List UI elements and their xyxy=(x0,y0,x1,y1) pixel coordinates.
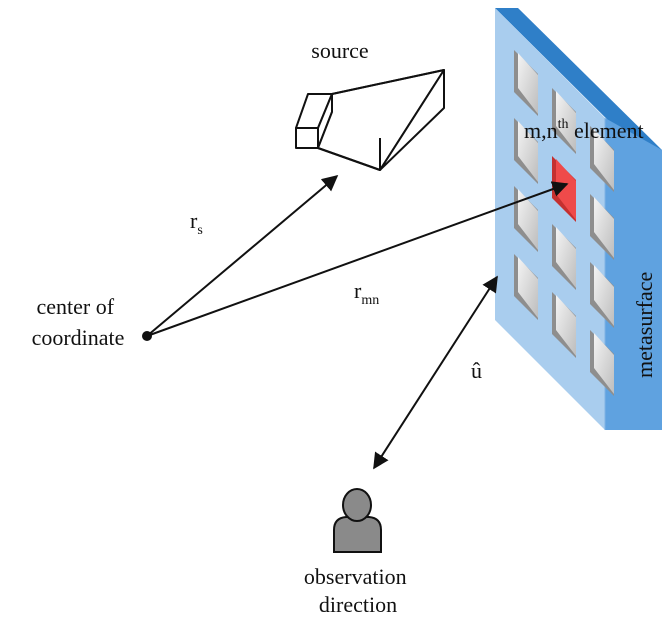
element-face xyxy=(594,333,614,394)
element-face xyxy=(518,53,538,114)
origin-dot-icon xyxy=(142,331,152,341)
metasurface-top-face xyxy=(495,8,662,150)
arrow-rs xyxy=(146,174,339,337)
observation-direction-label: observation direction xyxy=(304,564,412,617)
element-face xyxy=(594,265,614,326)
arrow-u-hat xyxy=(373,275,498,470)
element-face xyxy=(556,91,576,152)
element-grid xyxy=(514,50,614,396)
metasurface-front-face xyxy=(495,8,605,430)
element-face xyxy=(518,121,538,182)
element-face xyxy=(556,295,576,356)
arrow-rmn xyxy=(146,181,569,337)
u-hat-label: û xyxy=(471,358,482,383)
metasurface-label: metasurface xyxy=(632,272,657,378)
metasurface-side-face xyxy=(605,118,662,430)
rmn-label: rmn xyxy=(354,278,379,308)
horn-antenna-icon xyxy=(295,69,445,171)
source-label: source xyxy=(311,38,368,63)
person-icon xyxy=(333,488,382,553)
center-of-coordinate-label: center of coordinate xyxy=(32,294,125,350)
element-face xyxy=(518,257,538,318)
element-face xyxy=(518,189,538,250)
metasurface-panel: metasurface xyxy=(495,8,662,430)
element-face xyxy=(556,227,576,288)
element-label: m,nth element xyxy=(524,117,644,143)
element-face xyxy=(594,129,614,190)
rs-label: rs xyxy=(190,208,203,238)
element-face xyxy=(594,197,614,258)
